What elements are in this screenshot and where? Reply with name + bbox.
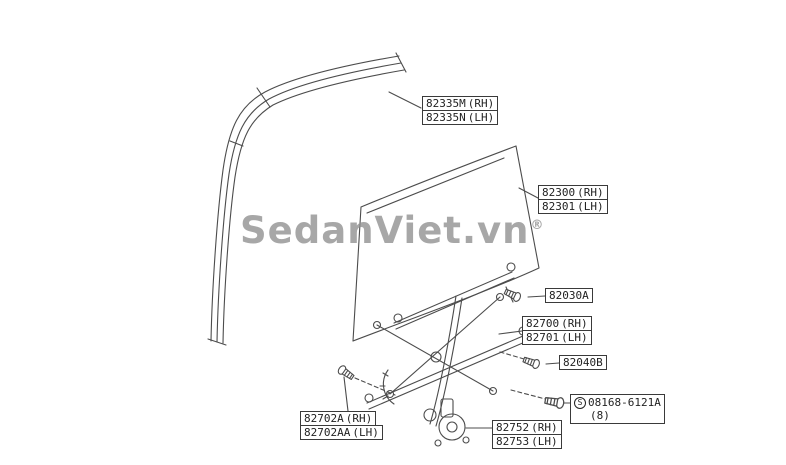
side-indicator: (LH)	[577, 199, 604, 213]
side-indicator: (LH)	[352, 425, 379, 439]
part-number: 82700	[526, 316, 560, 330]
regulator-motor	[423, 398, 470, 447]
part-number-box: 82301 (LH)	[538, 199, 608, 214]
leader-lines	[343, 91, 571, 429]
part-label-motor-sub: 82702A (RH) 82702AA (LH)	[300, 411, 383, 440]
part-number-box: 82335M (RH)	[422, 96, 499, 111]
bolt-82702a-icon	[336, 363, 356, 382]
part-number: 82300	[542, 185, 576, 199]
watermark: SedanViet.vn®	[240, 209, 545, 252]
part-number-box: 82753 (LH)	[492, 434, 562, 449]
part-number-box: 82030A	[545, 288, 593, 303]
side-indicator: (RH)	[561, 316, 588, 330]
part-quantity: (8)	[590, 409, 610, 422]
part-label-screw-08168: S 08168-6121A (8)	[570, 394, 665, 424]
window-regulator	[364, 262, 528, 427]
bolt-82040b-icon	[521, 354, 542, 370]
part-number: 82301	[542, 199, 576, 213]
part-number-box: 82701 (LH)	[522, 330, 592, 345]
part-number: 82753	[496, 434, 530, 448]
screw-08168-icon	[543, 394, 566, 410]
door-glass	[352, 145, 540, 342]
side-indicator: (RH)	[531, 420, 558, 434]
registered-mark: ®	[530, 218, 545, 233]
part-number-box: 82040B	[559, 355, 607, 370]
side-indicator: (LH)	[531, 434, 558, 448]
watermark-brand: SedanViet.vn	[240, 209, 530, 252]
part-label-bolt-82040b: 82040B	[559, 355, 607, 370]
part-number: 82702A	[304, 411, 344, 425]
standard-part-icon: S	[574, 396, 586, 409]
part-number: 82701	[526, 330, 560, 344]
part-number-box: 82752 (RH)	[492, 420, 562, 435]
part-number-box: 82700 (RH)	[522, 316, 592, 331]
part-number: 08168-6121A	[588, 396, 661, 409]
part-number: 82702AA	[304, 425, 351, 439]
part-number: 82335M	[426, 96, 466, 110]
side-indicator: (RH)	[467, 96, 495, 110]
part-number: 82040B	[563, 355, 603, 369]
part-number: 82030A	[549, 288, 589, 302]
part-label-regulator: 82700 (RH) 82701 (LH)	[522, 316, 592, 345]
side-indicator: (LH)	[561, 330, 588, 344]
part-number-box: 82702AA (LH)	[300, 425, 383, 440]
glass-run-channel	[207, 52, 407, 346]
part-number: 82335N	[426, 110, 466, 124]
part-label-glass-run: 82335M (RH) 82335N (LH)	[422, 96, 499, 125]
part-number-box: 82300 (RH)	[538, 185, 608, 200]
part-label-bolt-82030a: 82030A	[545, 288, 593, 303]
part-number: 82752	[496, 420, 530, 434]
side-indicator: (LH)	[467, 110, 495, 124]
part-number-box: S 08168-6121A (8)	[570, 394, 665, 424]
part-number-box: 82335N (LH)	[422, 110, 499, 125]
part-label-door-glass: 82300 (RH) 82301 (LH)	[538, 185, 608, 214]
part-label-motor: 82752 (RH) 82753 (LH)	[492, 420, 562, 449]
part-number-box: 82702A (RH)	[300, 411, 377, 426]
side-indicator: (RH)	[345, 411, 373, 425]
side-indicator: (RH)	[577, 185, 604, 199]
